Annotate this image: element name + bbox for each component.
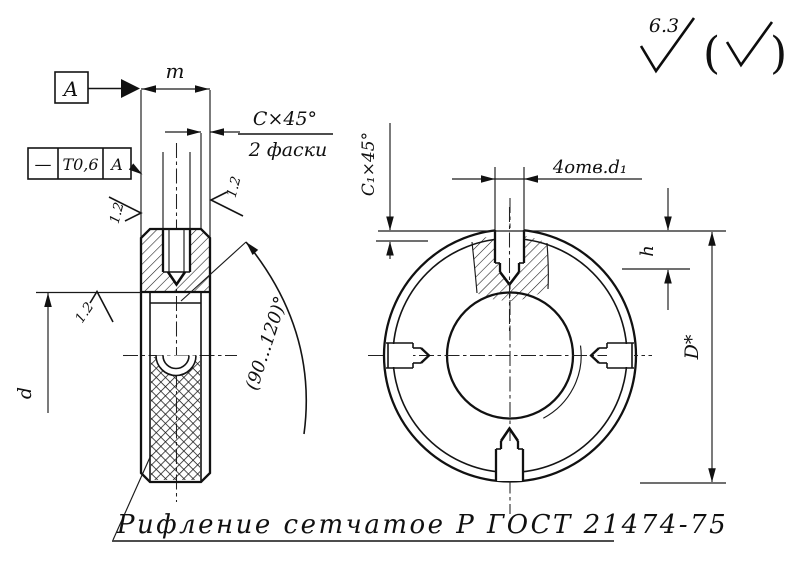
dimension-h: h: [622, 188, 690, 310]
part-outline: [139, 227, 212, 484]
roughness-check-icon: [639, 17, 696, 74]
roughness-value: 1.2: [107, 201, 128, 226]
cone-angle-label: (90...120)°: [242, 294, 292, 393]
dim-m-label: m: [166, 59, 185, 83]
frame-datum: А: [110, 155, 123, 174]
surface-finish-general: 6.3 ( ): [639, 15, 787, 79]
radial-hole-top: [493, 207, 526, 333]
arrowhead: [142, 85, 156, 93]
arrowhead: [664, 269, 672, 284]
drill-cone: [166, 271, 187, 287]
roughness-check-icon: [725, 21, 774, 68]
arrowhead: [386, 241, 394, 256]
dim-D-label: D*: [681, 334, 703, 360]
hole-void: [163, 228, 190, 272]
paren-close: ): [770, 28, 787, 79]
datum-box: [54, 71, 89, 104]
dimension-d: d: [14, 291, 141, 413]
dimension-chamfer: C×45° 2 фаски: [162, 108, 333, 228]
thread-arc: [543, 345, 582, 419]
front-view: [368, 198, 652, 514]
chamfer-note: 2 фаски: [248, 139, 328, 161]
front-hole-arc: [162, 355, 190, 370]
hole-cone-void: [168, 272, 185, 285]
frame-symbol: —: [35, 155, 52, 175]
arrowhead: [481, 175, 495, 183]
knurl-note: Рифление сетчатое Р ГОСТ 21474-75: [112, 454, 728, 542]
arrowhead: [664, 216, 672, 231]
dim-h-label: h: [637, 245, 658, 257]
paren-open: (: [703, 28, 720, 79]
radial-hole-bottom: [494, 426, 525, 481]
arrowhead: [708, 468, 716, 483]
roughness-general-value: 6.3: [649, 15, 679, 37]
knurl-texture: [151, 357, 200, 480]
arrowhead: [524, 175, 538, 183]
dimension-m: m: [140, 59, 211, 237]
datum-flag: А: [54, 71, 140, 104]
dimension-D: D*: [681, 231, 716, 483]
hole-chamfer-label: C₁×45°: [359, 132, 379, 196]
arrowhead: [44, 293, 52, 307]
datum-triangle-icon: [121, 79, 140, 98]
arrowhead: [195, 85, 209, 93]
roughness-mark-bore: 1.2: [72, 289, 114, 326]
roughness-mark-left-face: 1.2: [107, 196, 143, 226]
arrowhead: [386, 216, 394, 231]
radial-hole-left: [386, 342, 431, 369]
radial-hole-right: [589, 342, 634, 369]
tolerance-frame: — Т0,6 А: [27, 147, 145, 180]
chamfer-label: C×45°: [253, 108, 317, 130]
roughness-value: 1.2: [224, 175, 245, 200]
dim-d-label: d: [14, 387, 36, 399]
roughness-check-icon: [89, 289, 114, 323]
roughness-check-icon: [108, 196, 143, 222]
dimension-holes-d1: 4отв.d₁: [452, 157, 642, 231]
frame-value: Т0,6: [62, 155, 98, 174]
holes-label: 4отв.d₁: [552, 157, 627, 178]
front-hole-mask: [156, 355, 196, 376]
roughness-value: 1.2: [72, 299, 97, 326]
frame-box: [27, 147, 132, 180]
leader-line: [112, 454, 152, 541]
knurl-note-text: Рифление сетчатое Р ГОСТ 21474-75: [116, 510, 728, 540]
roughness-mark-right-face: 1.2: [209, 175, 245, 217]
roughness-check-icon: [209, 191, 244, 217]
arrowhead: [708, 231, 716, 246]
arrowhead: [210, 128, 224, 136]
datum-label: А: [61, 77, 78, 101]
front-hole-chamfer-arc: [155, 355, 197, 377]
dimension-hole-chamfer: C₁×45°: [359, 123, 394, 259]
arrowhead: [187, 128, 201, 136]
side-view: [123, 143, 237, 502]
